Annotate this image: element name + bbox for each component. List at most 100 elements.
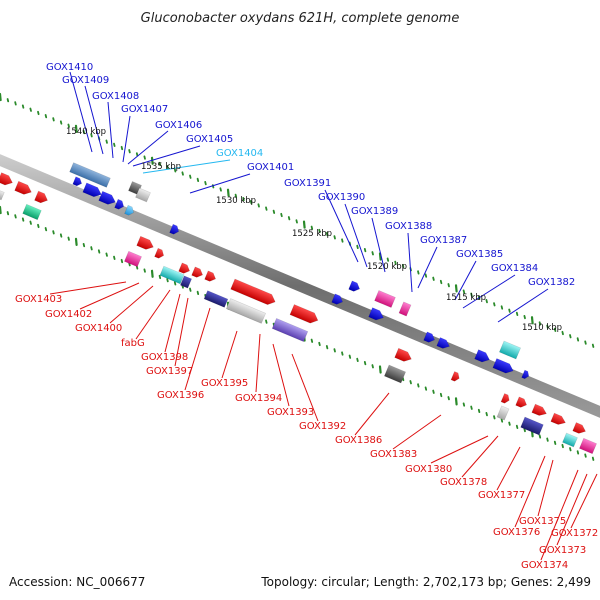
gene-label-gox1378[interactable]: GOX1378 <box>440 477 487 488</box>
gene-gox1407[interactable] <box>98 190 118 206</box>
gene-gox1392[interactable] <box>271 317 309 343</box>
gene-gox1395[interactable] <box>203 290 229 308</box>
gene-label-gox1400[interactable]: GOX1400 <box>75 323 122 334</box>
gene-gox1401[interactable] <box>169 223 181 235</box>
leader-line <box>371 217 386 273</box>
minor-tick <box>447 396 450 401</box>
gene-gox1373[interactable] <box>562 432 578 448</box>
gene-label-gox1382[interactable]: GOX1382 <box>528 277 575 288</box>
gene-label-gox1373[interactable]: GOX1373 <box>539 545 586 556</box>
gene-gox1396a[interactable] <box>178 262 192 275</box>
gene-label-gox1372[interactable]: GOX1372 <box>551 528 598 539</box>
gene-gox1375[interactable] <box>550 412 567 427</box>
gene-label-gox1397[interactable]: GOX1397 <box>146 366 193 377</box>
gene-gox1377[interactable] <box>496 405 510 421</box>
gene-gox1372b[interactable] <box>572 422 588 436</box>
minor-tick <box>515 424 519 429</box>
gene-gox1387[interactable] <box>398 301 412 317</box>
gene-label-gox1377[interactable]: GOX1377 <box>478 490 525 501</box>
gene-gox1404b[interactable] <box>135 187 151 203</box>
gene-label-gox1406[interactable]: GOX1406 <box>155 120 202 131</box>
gene-gox1393[interactable] <box>230 278 278 307</box>
minor-tick <box>584 340 587 345</box>
gene-label-gox1387[interactable]: GOX1387 <box>420 235 467 246</box>
minor-tick <box>90 133 93 138</box>
gene-gox1382b[interactable] <box>521 369 531 380</box>
gene-gox1372[interactable] <box>579 437 597 455</box>
gene-label-gox1391[interactable]: GOX1391 <box>284 178 331 189</box>
gene-gox1374[interactable] <box>520 416 544 436</box>
gene-gox1408[interactable] <box>82 182 103 199</box>
gene-gox1400[interactable] <box>124 250 142 268</box>
gene-label-gox1409[interactable]: GOX1409 <box>62 75 109 86</box>
gene-red-left-2[interactable] <box>14 180 34 196</box>
gene-gox1384a[interactable] <box>474 349 492 365</box>
gene-label-gox1403[interactable]: GOX1403 <box>15 294 62 305</box>
gene-label-gox1395[interactable]: GOX1395 <box>201 378 248 389</box>
gene-gox1380[interactable] <box>450 371 461 382</box>
gene-label-gox1383[interactable]: GOX1383 <box>370 449 417 460</box>
gene-label-gox1385[interactable]: GOX1385 <box>456 249 503 260</box>
gene-label-gox1392[interactable]: GOX1392 <box>299 421 346 432</box>
gene-gox1385[interactable] <box>423 331 437 344</box>
gene-gox1397[interactable] <box>179 275 193 289</box>
gene-label-gox1374[interactable]: GOX1374 <box>521 560 568 571</box>
gene-label-gox1404[interactable]: GOX1404 <box>216 148 263 159</box>
gene-gox1402-shape <box>136 235 154 250</box>
gene-gox1396c[interactable] <box>204 270 218 283</box>
gene-label-gox1394[interactable]: GOX1394 <box>235 393 282 404</box>
gene-gox1404[interactable] <box>124 204 136 216</box>
gene-label-gox1407[interactable]: GOX1407 <box>121 104 168 115</box>
gene-label-gox1376[interactable]: GOX1376 <box>493 527 540 538</box>
minor-tick <box>128 149 131 154</box>
gene-label-gox1380[interactable]: GOX1380 <box>405 464 452 475</box>
gene-gox1392b-shape <box>289 304 319 324</box>
gene-gox1376b[interactable] <box>531 403 548 418</box>
gene-gox1406[interactable] <box>114 198 126 210</box>
gene-gox1376a[interactable] <box>515 396 529 409</box>
gene-gox1394[interactable] <box>225 298 267 324</box>
gene-label-gox1375[interactable]: GOX1375 <box>519 516 566 527</box>
gene-gox1389[interactable] <box>374 290 396 308</box>
gene-gox1402[interactable] <box>136 235 156 251</box>
gene-gox1403b[interactable] <box>0 189 5 201</box>
gene-gox1392b[interactable] <box>289 304 320 326</box>
gene-gox1396b[interactable] <box>191 266 205 279</box>
gene-gox1386[interactable] <box>394 347 414 363</box>
gene-label-gox1390[interactable]: GOX1390 <box>318 192 365 203</box>
gene-red-left-1[interactable] <box>0 172 14 188</box>
gene-label-fabg[interactable]: fabG <box>121 338 145 349</box>
gene-gox1388[interactable] <box>368 307 386 323</box>
gene-gox1398[interactable] <box>159 265 185 285</box>
scale-label-1535: 1535 kbp <box>141 162 181 172</box>
gene-label-gox1389[interactable]: GOX1389 <box>351 206 398 217</box>
gene-gox1410[interactable] <box>72 176 83 187</box>
gene-gox1390[interactable] <box>348 280 362 293</box>
gene-gox1409[interactable] <box>69 162 111 188</box>
gene-label-gox1393[interactable]: GOX1393 <box>267 407 314 418</box>
accession-text: Accession: NC_006677 <box>9 575 145 589</box>
gene-label-gox1405[interactable]: GOX1405 <box>186 134 233 145</box>
gene-label-gox1410[interactable]: GOX1410 <box>46 62 93 73</box>
gene-gox1378[interactable] <box>500 393 511 404</box>
minor-tick <box>333 348 336 353</box>
gene-label-gox1398[interactable]: GOX1398 <box>141 352 188 363</box>
gene-gox1391[interactable] <box>331 293 345 306</box>
gene-label-gox1396[interactable]: GOX1396 <box>157 390 204 401</box>
gene-gox1383[interactable] <box>383 364 407 384</box>
gene-red-left-3[interactable] <box>34 190 50 205</box>
gene-gox1403[interactable] <box>22 203 42 221</box>
gene-label-gox1388[interactable]: GOX1388 <box>385 221 432 232</box>
gene-label-gox1408[interactable]: GOX1408 <box>92 91 139 102</box>
gene-label-gox1384[interactable]: GOX1384 <box>491 263 538 274</box>
gene-gox1384b[interactable] <box>492 358 515 376</box>
gene-gox1385b[interactable] <box>436 337 452 351</box>
gene-label-gox1401[interactable]: GOX1401 <box>247 162 294 173</box>
gene-label-gox1386[interactable]: GOX1386 <box>335 435 382 446</box>
leader-line <box>84 85 104 155</box>
gene-fabg[interactable] <box>154 247 166 259</box>
gene-label-gox1402[interactable]: GOX1402 <box>45 309 92 320</box>
gene-gox1382[interactable] <box>498 340 522 360</box>
gene-gox1377-shape <box>496 405 510 421</box>
bottom-gene-labels: GOX1403 GOX1402 GOX1400 fabG GOX1398 GOX… <box>15 294 598 571</box>
